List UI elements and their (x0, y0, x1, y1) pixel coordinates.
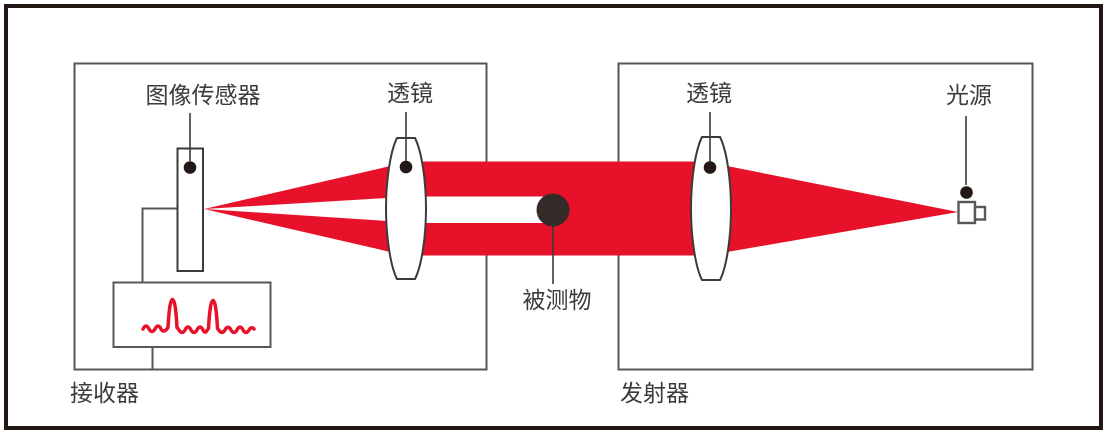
measured-object-icon (536, 193, 570, 227)
object-shadow-band (402, 196, 553, 223)
beam-source-cone (707, 162, 958, 256)
emitter-label: 发射器 (620, 380, 689, 406)
light-source-label: 光源 (946, 82, 992, 108)
signal-display-box (112, 281, 272, 348)
measured-object-label: 被测物 (523, 287, 592, 313)
receiver-label: 接收器 (70, 380, 139, 406)
image-sensor-label: 图像传感器 (146, 82, 261, 108)
beam-upper-wedge (204, 161, 410, 209)
lens-body (689, 136, 733, 281)
light-source-dot (960, 186, 973, 199)
lens-body (384, 137, 428, 280)
receiver-lens-label: 透镜 (387, 80, 433, 106)
emitter-lens-icon (689, 112, 733, 281)
emitter-lens-label: 透镜 (686, 80, 732, 106)
waveform-two-peaks-icon (141, 297, 256, 335)
light-source-body (957, 200, 977, 225)
image-sensor-dot (183, 161, 197, 174)
lens-dot (399, 160, 413, 174)
light-source-icon (957, 116, 987, 225)
light-source-nub (973, 205, 987, 221)
beam-lower-wedge (204, 209, 410, 257)
sensor-bracket-line (141, 207, 177, 282)
light-beam (204, 161, 958, 257)
lens-dot (703, 161, 717, 174)
receiver-lens-icon (384, 112, 428, 280)
